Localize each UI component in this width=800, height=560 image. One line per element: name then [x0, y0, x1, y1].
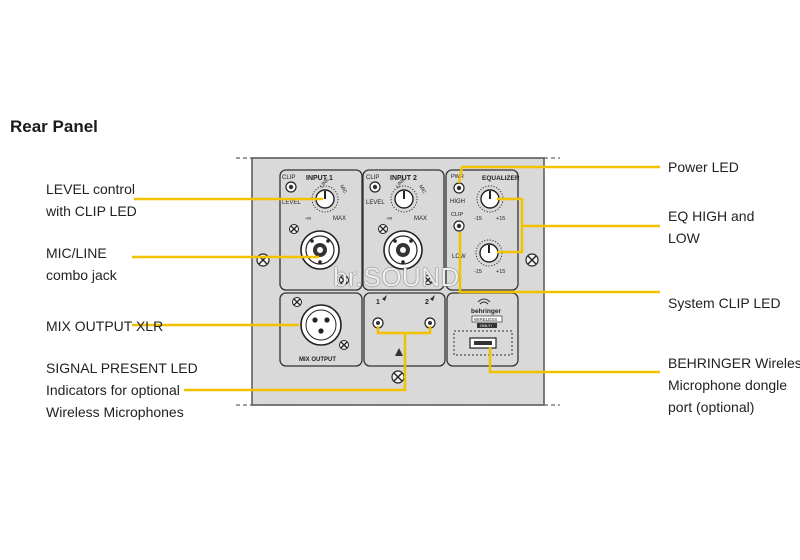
input2-title: INPUT 2 [390, 175, 417, 182]
input1-combo-jack-icon [300, 230, 340, 270]
leader-sysclip [458, 232, 660, 294]
callout-mic-line-jack: MIC/LINE combo jack [46, 242, 117, 286]
screw-right-icon [525, 253, 539, 267]
input2-max-label: MAX [414, 216, 427, 222]
callout-line: System CLIP LED [668, 295, 781, 311]
input2-level-label: LEVEL [366, 200, 385, 206]
input1-mic-label: MIC [338, 184, 348, 195]
pwr-label: PWR [451, 174, 464, 180]
callout-line: with CLIP LED [46, 203, 137, 219]
callout-line: combo jack [46, 267, 117, 283]
leader-dongle [488, 347, 660, 374]
system-clip-label: CLIP [451, 212, 464, 218]
ch2-label: 2 [425, 299, 429, 306]
watermark: br.SOUND [333, 262, 460, 292]
callout-level-control: LEVEL control with CLIP LED [46, 178, 137, 222]
ch2-mic-icon [430, 295, 435, 301]
callout-line: Microphone dongle [668, 377, 788, 393]
wireless-wave-icon [477, 298, 491, 305]
wireless-symbol-icon [395, 348, 403, 356]
callout-line: port (optional) [668, 399, 755, 415]
callout-power-led: Power LED [668, 156, 739, 178]
dongle-module: behringer WIRELESS ONLY! [446, 292, 519, 367]
input1-screw2-icon [339, 275, 349, 285]
input2-mic-label: MIC [417, 184, 427, 195]
callout-line: SIGNAL PRESENT LED [46, 360, 198, 376]
eq-high-min-label: -15 [474, 216, 482, 222]
mix-screw-icon [292, 297, 302, 307]
input1-level-label: LEVEL [282, 200, 301, 206]
callout-line: EQ HIGH and [668, 208, 755, 224]
mix-output-label: MIX OUTPUT [299, 357, 336, 363]
input1-screw-icon [289, 224, 299, 234]
callout-system-clip: System CLIP LED [668, 292, 781, 314]
callout-line: BEHRINGER Wireless [668, 355, 800, 371]
wireless-mic-module: 1 2 [363, 292, 446, 367]
ch1-mic-icon [382, 295, 387, 301]
callout-signal-present: SIGNAL PRESENT LED Indicators for option… [46, 357, 198, 423]
input2-min-label: -∞ [386, 216, 392, 222]
input2-screw-icon [378, 224, 388, 234]
leader-eq-b [497, 226, 524, 254]
callout-line: Indicators for optional [46, 382, 180, 398]
eq-high-max-label: +15 [496, 216, 505, 222]
callout-eq-high-low: EQ HIGH and LOW [668, 205, 754, 249]
brand-label: behringer [471, 308, 501, 315]
input2-combo-jack-icon [383, 230, 423, 270]
input1-clip-label: CLIP [282, 175, 295, 181]
leader-eq-a [497, 197, 660, 228]
callout-line: LEVEL control [46, 181, 135, 197]
leader-signal-b [405, 326, 432, 335]
callout-line: Power LED [668, 159, 739, 175]
input1-max-label: MAX [333, 216, 346, 222]
callout-line: LOW [668, 230, 700, 246]
input1-title: INPUT 1 [306, 175, 333, 182]
eq-low-min-label: -15 [474, 269, 482, 275]
callout-line: MIX OUTPUT XLR [46, 318, 164, 334]
mix-output-module: MIX OUTPUT [279, 292, 363, 367]
leader-lines [132, 165, 660, 392]
input2-clip-label: CLIP [366, 175, 379, 181]
input2-screw2-icon [423, 275, 433, 285]
screw-bottom-icon [391, 370, 405, 384]
input1-min-label: -∞ [305, 216, 311, 222]
callout-line: Wireless Microphones [46, 404, 184, 420]
mix-screw2-icon [339, 340, 349, 350]
ch1-label: 1 [376, 299, 380, 306]
callout-line: MIC/LINE [46, 245, 107, 261]
wireless-label: WIRELESS [474, 317, 497, 322]
page-title: Rear Panel [10, 117, 98, 136]
equalizer-title: EQUALIZER [482, 175, 520, 182]
only-label: ONLY! [480, 323, 492, 328]
dongle-area [453, 330, 513, 356]
high-label: HIGH [450, 199, 465, 205]
mix-output-xlr-icon [300, 304, 342, 346]
input2-module: CLIP INPUT 2 LEVEL LINE MIC -∞ MAX [362, 169, 445, 291]
eq-low-max-label: +15 [496, 269, 505, 275]
callout-dongle-port: BEHRINGER Wireless Microphone dongle por… [668, 352, 800, 418]
callout-mix-output-xlr: MIX OUTPUT XLR [46, 315, 163, 337]
leader-power [457, 165, 660, 184]
